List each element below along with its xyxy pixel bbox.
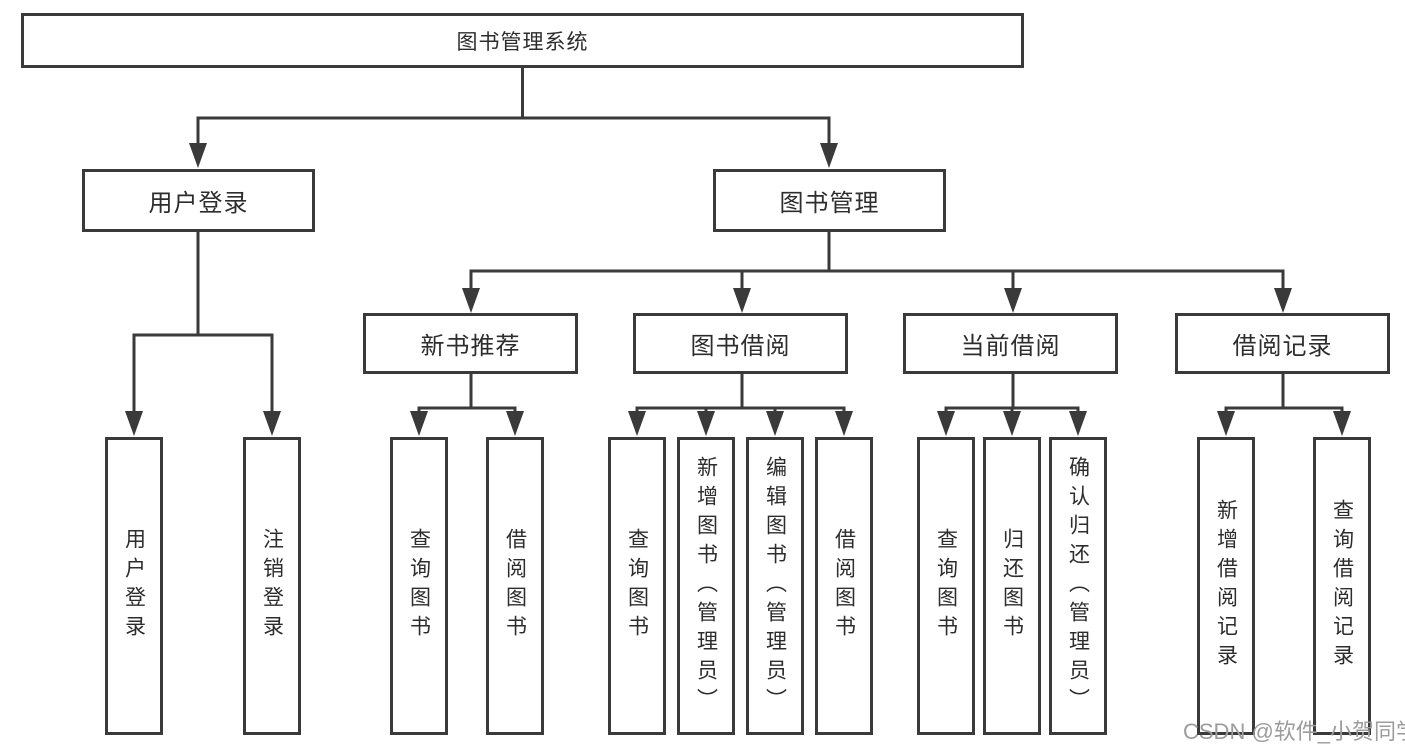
leaf-borrow-books-recommend: 借阅图书 — [486, 437, 544, 735]
node-library-management-system: 图书管理系统 — [21, 13, 1024, 68]
leaf-label: 注销登录 — [260, 528, 284, 644]
leaf-add-borrow-record: 新增借阅记录 — [1197, 437, 1255, 735]
node-label: 用户登录 — [148, 190, 249, 217]
leaf-add-books-admin: 新增图书（管理员） — [677, 437, 735, 735]
node-user-login: 用户登录 — [82, 169, 315, 232]
leaf-label: 新增借阅记录 — [1214, 499, 1238, 673]
leaf-label: 查询图书 — [625, 528, 649, 644]
node-label: 当前借阅 — [960, 333, 1061, 360]
leaf-query-books-borrow: 查询图书 — [608, 437, 666, 735]
node-current-borrowing: 当前借阅 — [903, 313, 1118, 374]
node-book-management: 图书管理 — [713, 169, 946, 232]
node-label: 借阅记录 — [1232, 333, 1333, 360]
node-label: 图书管理系统 — [456, 30, 589, 54]
leaf-label: 编辑图书（管理员） — [763, 455, 787, 717]
node-book-borrowing: 图书借阅 — [633, 313, 848, 374]
leaf-edit-books-admin: 编辑图书（管理员） — [746, 437, 804, 735]
leaf-query-borrow-record: 查询借阅记录 — [1313, 437, 1371, 735]
leaf-user-login: 用户登录 — [105, 437, 163, 735]
node-new-book-recommendation: 新书推荐 — [363, 313, 578, 374]
node-borrowing-records: 借阅记录 — [1175, 313, 1390, 374]
leaf-confirm-return-admin: 确认归还（管理员） — [1049, 437, 1107, 735]
leaf-label: 借阅图书 — [503, 528, 527, 644]
leaf-return-books: 归还图书 — [983, 437, 1041, 735]
leaf-label: 借阅图书 — [832, 528, 856, 644]
leaf-logout-login: 注销登录 — [243, 437, 301, 735]
leaf-label: 新增图书（管理员） — [694, 455, 718, 717]
node-label: 新书推荐 — [420, 333, 521, 360]
node-label: 图书管理 — [779, 190, 880, 217]
leaf-label: 确认归还（管理员） — [1066, 455, 1090, 717]
leaf-borrow-books-borrow: 借阅图书 — [815, 437, 873, 735]
leaf-query-books-recommend: 查询图书 — [390, 437, 448, 735]
leaf-label: 查询图书 — [934, 528, 958, 644]
leaf-label: 查询图书 — [407, 528, 431, 644]
leaf-label: 查询借阅记录 — [1330, 499, 1354, 673]
leaf-label: 归还图书 — [1000, 528, 1024, 644]
leaf-query-books-current: 查询图书 — [917, 437, 975, 735]
node-label: 图书借阅 — [690, 333, 791, 360]
leaf-label: 用户登录 — [122, 528, 146, 644]
watermark-text: CSDN @软件_小贺同学 — [1183, 719, 1405, 744]
